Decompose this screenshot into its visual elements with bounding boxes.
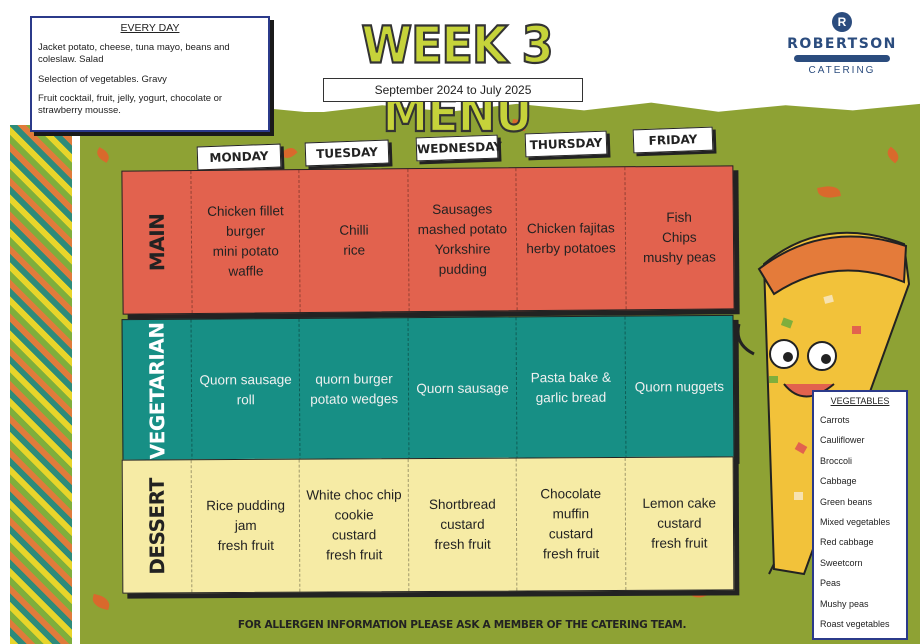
day-label-friday: FRIDAY (632, 126, 714, 154)
dessert-item-friday: Lemon cake custard fresh fruit (624, 457, 734, 590)
everyday-line: Fruit cocktail, fruit, jelly, yogurt, ch… (38, 93, 223, 117)
robertson-logo: R ROBERTSON CATERING (782, 12, 902, 92)
veg-item-thursday: Pasta bake & garlic bread (515, 316, 626, 460)
page-title: WEEK 3 MENU (360, 14, 554, 144)
day-label-tuesday: TUESDAY (304, 139, 390, 167)
vegetables-title: VEGETABLES (830, 396, 890, 406)
vegetable-item: Sweetcorn (820, 557, 863, 568)
main-item-monday: Chicken fillet burger mini potato waffle (190, 170, 301, 314)
main-course-panel: MAIN Chicken fillet burger mini potato w… (121, 165, 735, 315)
dessert-item-tuesday: White choc chip cookie custard fresh fru… (299, 459, 409, 592)
main-item-tuesday: Chilli rice (298, 169, 409, 313)
zigzag-pattern (10, 125, 72, 644)
day-label-thursday: THURSDAY (524, 130, 608, 158)
vegetable-item: Cauliflower (820, 435, 865, 446)
everyday-line: Jacket potato, cheese, tuna mayo, beans … (38, 42, 230, 66)
vegetable-item: Mixed vegetables (820, 516, 891, 527)
veg-item-tuesday: quorn burger potato wedges (298, 318, 409, 461)
allergen-footer: FOR ALLERGEN INFORMATION PLEASE ASK A ME… (237, 619, 687, 631)
logo-name: ROBERTSON (787, 36, 897, 52)
main-item-friday: Fish Chips mushy peas (623, 166, 734, 310)
dessert-item-monday: Rice pudding jam fresh fruit (190, 459, 300, 593)
vegetable-item: Roast vegetables (820, 618, 890, 629)
veg-item-monday: Quorn sausage roll (190, 318, 300, 462)
dessert-item-thursday: Chocolate muffin custard fresh fruit (515, 457, 625, 591)
main-item-thursday: Chicken fajitas herby potatoes (515, 167, 626, 311)
vegetable-item: Broccoli (820, 455, 853, 466)
veg-item-wednesday: Quorn sausage (407, 317, 517, 461)
vegetable-item: Mushy peas (820, 598, 869, 609)
section-label-main: MAIN (144, 213, 170, 272)
day-label-wednesday: WEDNESDAY (415, 134, 502, 162)
vegetable-item: Red cabbage (820, 537, 874, 548)
dessert-item-wednesday: Shortbread custard fresh fruit (407, 458, 517, 592)
vegetable-item: Peas (820, 578, 841, 589)
vegetables-box: VEGETABLES Carrots Cauliflower Broccoli … (812, 390, 908, 640)
logo-bar (794, 55, 890, 62)
dessert-panel: DESSERT Rice pudding jam fresh fruit Whi… (121, 456, 735, 594)
everyday-title: EVERY DAY (120, 22, 180, 34)
vegetarian-panel: VEGETARIAN Quorn sausage roll quorn burg… (121, 314, 735, 464)
everyday-line: Selection of vegetables. Gravy (38, 73, 167, 85)
day-label-monday: MONDAY (196, 143, 282, 171)
logo-subtitle: CATERING (808, 65, 876, 76)
vegetable-item: Cabbage (820, 476, 857, 487)
main-item-wednesday: Sausages mashed potato Yorkshire pudding (407, 168, 517, 312)
veg-item-friday: Quorn nuggets (624, 315, 734, 459)
everyday-box: EVERY DAY Jacket potato, cheese, tuna ma… (30, 16, 270, 132)
section-label-dessert: DESSERT (144, 478, 170, 575)
date-range: September 2024 to July 2025 (323, 78, 583, 102)
vegetable-item: Green beans (820, 496, 873, 507)
logo-mark-icon: R (832, 12, 852, 32)
section-label-vegetarian: VEGETARIAN (144, 322, 170, 460)
vegetable-item: Carrots (820, 415, 850, 425)
